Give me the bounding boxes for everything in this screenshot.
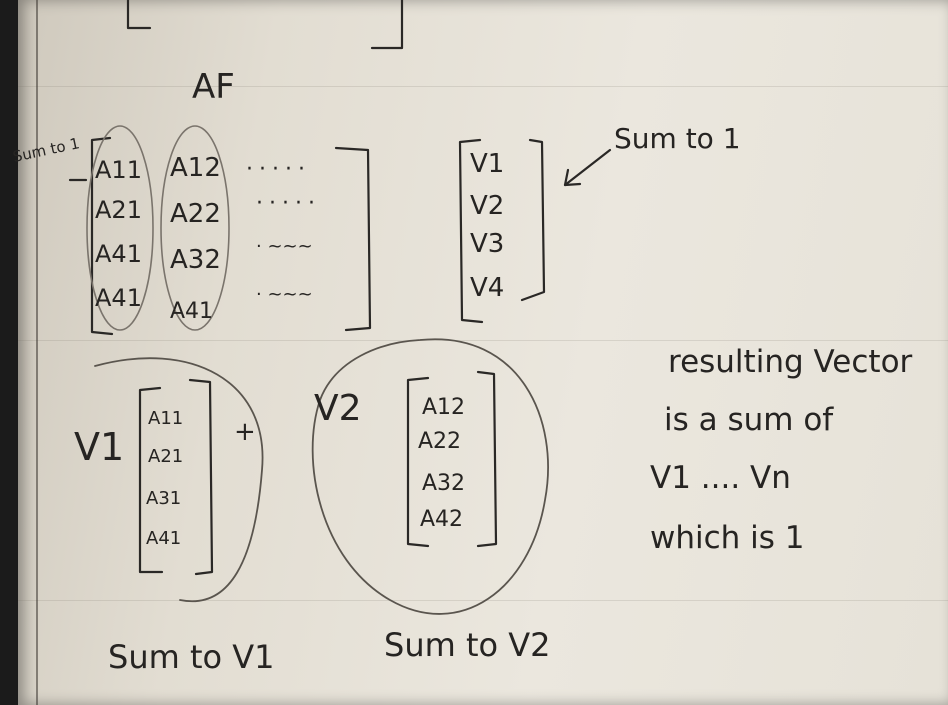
group1-entry: A31 bbox=[146, 488, 181, 509]
group1-left-bracket bbox=[138, 386, 164, 574]
vector-left-bracket bbox=[458, 138, 484, 324]
matrix-a-entry: A22 bbox=[170, 199, 221, 229]
ruled-line bbox=[18, 86, 948, 87]
arrow-head bbox=[563, 168, 582, 187]
matrix-a-entry: A21 bbox=[95, 196, 142, 224]
vector-v-entry: V4 bbox=[470, 273, 504, 303]
result-note-line: resulting Vector bbox=[668, 344, 913, 380]
group1-entry: A11 bbox=[148, 408, 183, 429]
page-edge bbox=[36, 0, 38, 705]
top-label: AF bbox=[192, 67, 235, 107]
group2-entry: A32 bbox=[422, 471, 465, 496]
ruled-line bbox=[18, 600, 948, 601]
group2-entry: A42 bbox=[420, 507, 463, 532]
matrix-a-ellipsis: · ~~~ bbox=[256, 284, 313, 305]
matrix-a-entry: A12 bbox=[170, 153, 221, 183]
matrix-a-entry: A11 bbox=[95, 156, 142, 184]
arrow-line bbox=[563, 148, 612, 187]
matrix-a-ellipsis: ····· bbox=[256, 191, 321, 216]
matrix-a-entry: A32 bbox=[170, 245, 221, 275]
matrix-a-entry: A41 bbox=[170, 299, 213, 324]
group1-right-bracket bbox=[188, 378, 214, 576]
sum-to-1-left-note: Sum to 1 bbox=[11, 134, 81, 166]
group2-caption: Sum to V2 bbox=[384, 626, 550, 664]
cutoff-box bbox=[126, 0, 152, 30]
vector-right-bracket bbox=[520, 138, 546, 302]
result-note-line: is a sum of bbox=[664, 402, 834, 438]
plus-sign: + bbox=[234, 417, 256, 447]
notebook-page bbox=[18, 0, 948, 705]
matrix-right-bracket bbox=[334, 146, 372, 332]
sum-to-1-right-note: Sum to 1 bbox=[614, 122, 741, 155]
vector-v-entry: V1 bbox=[470, 149, 504, 179]
matrix-left-bracket bbox=[90, 136, 114, 336]
group1-circle bbox=[94, 357, 264, 603]
column2-circle bbox=[160, 125, 230, 331]
group2-left-bracket bbox=[406, 376, 430, 548]
group1-label: V1 bbox=[74, 425, 124, 469]
group2-right-bracket bbox=[476, 370, 498, 548]
group1-entry: A41 bbox=[146, 528, 181, 549]
matrix-a-ellipsis: ····· bbox=[246, 157, 311, 182]
group2-label: V2 bbox=[314, 388, 362, 429]
column1-circle bbox=[86, 125, 154, 331]
group2-circle bbox=[311, 338, 549, 615]
matrix-a-entry: A41 bbox=[95, 284, 142, 312]
result-note-line: which is 1 bbox=[650, 520, 805, 556]
group1-caption: Sum to V1 bbox=[108, 638, 274, 676]
group2-entry: A22 bbox=[418, 429, 461, 454]
matrix-a-entry: A41 bbox=[95, 240, 142, 268]
group2-entry: A12 bbox=[422, 395, 465, 420]
group1-entry: A21 bbox=[148, 446, 183, 467]
vector-v-entry: V3 bbox=[470, 229, 504, 259]
matrix-a-ellipsis: · ~~~ bbox=[256, 236, 313, 257]
ruled-line bbox=[18, 340, 948, 341]
result-note-line: V1 .... Vn bbox=[650, 460, 791, 496]
cutoff-bracket bbox=[370, 0, 404, 50]
vector-v-entry: V2 bbox=[470, 191, 504, 221]
